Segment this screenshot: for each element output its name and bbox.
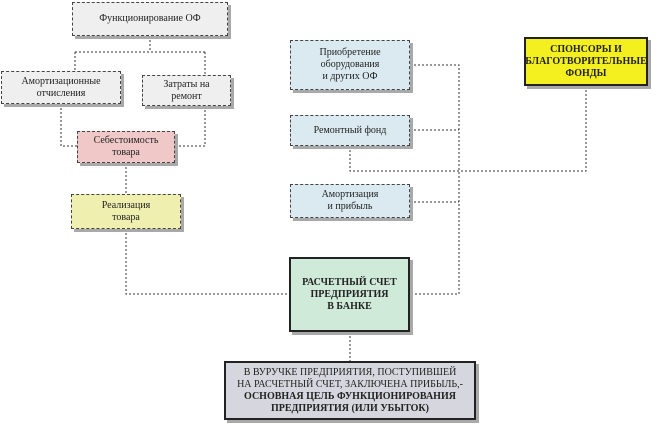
node-cost: Себестоимость товара	[77, 131, 175, 163]
node-sale-line1: Реализация	[101, 199, 151, 211]
node-repair-costs: Затраты на ремонт	[142, 75, 231, 106]
node-account: РАСЧЕТНЫЙ СЧЕТ ПРЕДПРИЯТИЯ В БАНКЕ	[289, 257, 410, 332]
node-acquisition: Приобретение оборудования и других ОФ	[290, 40, 410, 90]
node-repair-costs-line2: ремонт	[171, 90, 202, 102]
node-depreciation-line1: Амортизационные	[21, 75, 101, 87]
node-functioning-text: Функционирование ОФ	[99, 13, 201, 24]
node-amort-profit-line1: Амортизация	[321, 189, 379, 200]
connector-depreciation-cost	[60, 104, 77, 147]
connector-acquisition-right	[410, 64, 460, 295]
node-cost-line1: Себестоимость	[93, 135, 159, 146]
node-sponsors-line3: ФОНДЫ	[565, 67, 607, 79]
node-revenue-line4: ПРЕДПРИЯТИЯ (ИЛИ УБЫТОК)	[271, 402, 429, 414]
node-account-line1: РАСЧЕТНЫЙ СЧЕТ	[302, 276, 397, 288]
node-acquisition-line1: Приобретение	[319, 47, 381, 58]
node-sponsors: СПОНСОРЫ И БЛАГОТВОРИТЕЛЬНЫЕ ФОНДЫ	[524, 37, 648, 86]
connector-sponsors-repair-fund	[349, 86, 587, 172]
node-amort-profit-line2: и прибыль	[327, 201, 373, 212]
connector-sale-account	[125, 229, 289, 295]
node-functioning: Функционирование ОФ	[72, 2, 228, 36]
node-depreciation: Амортизационные отчисления	[1, 71, 121, 104]
node-sponsors-line2: БЛАГОТВОРИТЕЛЬНЫЕ	[525, 55, 647, 67]
node-sale-line2: товара	[112, 211, 140, 223]
node-repair-costs-line1: Затраты на	[163, 78, 210, 90]
node-account-line3: В БАНКЕ	[327, 300, 372, 312]
node-revenue-line1: В ВУРУЧКЕ ПРЕДПРИЯТИЯ, ПОСТУПИВШЕЙ	[243, 366, 457, 378]
node-revenue-line2: НА РАСЧЕТНЫЙ СЧЕТ, ЗАКЛЮЧЕНА ПРИБЫЛЬ,-	[237, 378, 463, 390]
node-repair-fund: Ремонтный фонд	[290, 115, 410, 146]
node-amort-profit: Амортизация и прибыль	[290, 184, 410, 218]
node-sponsors-line1: СПОНСОРЫ И	[550, 43, 622, 55]
node-acquisition-line3: и других ОФ	[322, 71, 378, 82]
node-revenue: В ВУРУЧКЕ ПРЕДПРИЯТИЯ, ПОСТУПИВШЕЙ НА РА…	[224, 361, 476, 420]
node-account-line2: ПРЕДПРИЯТИЯ	[310, 288, 389, 300]
node-cost-line2: товара	[112, 147, 140, 158]
connector-repair-cost	[175, 106, 206, 147]
node-acquisition-line2: оборудования	[320, 59, 380, 70]
node-sale: Реализация товара	[71, 194, 181, 229]
node-revenue-line3: ОСНОВНАЯ ЦЕЛЬ ФУНКЦИОНИРОВАНИЯ	[244, 390, 456, 402]
node-repair-fund-text: Ремонтный фонд	[313, 124, 387, 136]
node-depreciation-line2: отчисления	[36, 87, 86, 99]
